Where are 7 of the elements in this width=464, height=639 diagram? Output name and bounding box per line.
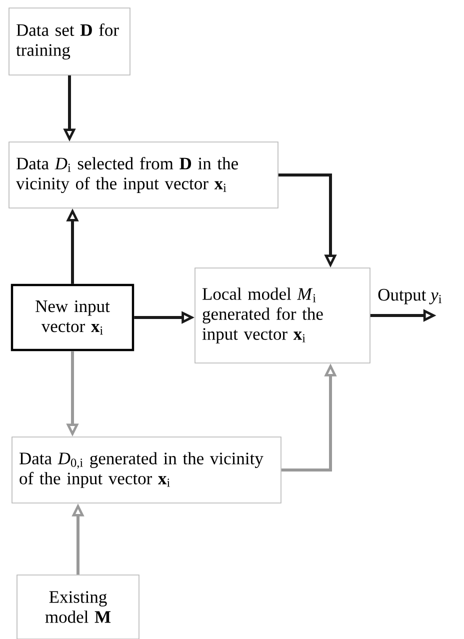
process-box: Data D$_{i}$ selected from D in the vicinity of the input vector x$_{i}$	[8, 142, 278, 208]
input-box: New input vector x$_{i}$	[10, 284, 134, 352]
process-box: Existing model M	[16, 574, 140, 639]
process-box: Data D$_{0,i}$ generated in the vicinity of the input vector x$_{i}$	[12, 436, 282, 504]
process-box: Local model M$_{i}$ generated for the input vector x$_{i}$	[194, 268, 370, 364]
process-box: Data set D for training	[8, 8, 130, 76]
edge-label: Output y$_{i}$	[376, 288, 444, 306]
